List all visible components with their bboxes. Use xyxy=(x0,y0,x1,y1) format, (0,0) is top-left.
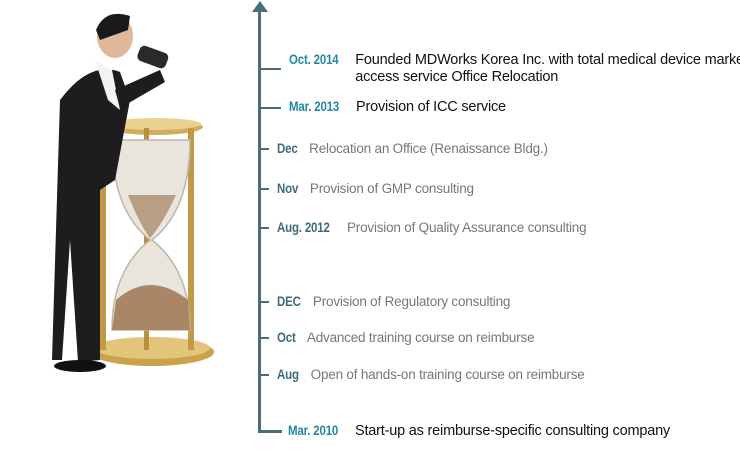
timeline-entry-dec: Dec Relocation an Office (Renaissance Bl… xyxy=(261,140,548,157)
entry-description: Start-up as reimburse-specific consultin… xyxy=(355,423,670,439)
entry-description: Provision of Quality Assurance consultin… xyxy=(346,220,587,235)
entry-description: Provision of ICC service xyxy=(356,99,506,115)
tick xyxy=(261,106,281,109)
entry-description: Provision of Regulatory consulting xyxy=(312,294,511,309)
timeline-axis-end xyxy=(258,430,282,433)
entry-date: Aug xyxy=(277,367,299,382)
entry-date: DEC xyxy=(277,294,301,309)
timeline-entry-aug-2012: Aug. 2012 Provision of Quality Assurance… xyxy=(261,219,587,236)
entry-date: Aug. 2012 xyxy=(277,220,330,235)
timeline-entry-mar-2010: Mar. 2010 Start-up as reimburse-specific… xyxy=(282,423,670,440)
entry-date: Mar. 2013 xyxy=(289,99,340,114)
tick xyxy=(261,373,269,376)
timeline-entry-dec-2011: DEC Provision of Regulatory consulting xyxy=(261,293,510,310)
timeline-entry-oct: Oct Advanced training course on reimburs… xyxy=(261,329,535,346)
timeline-entry-aug: Aug Open of hands-on training course on … xyxy=(261,366,585,383)
entry-date: Mar. 2010 xyxy=(288,423,339,438)
businessman-hourglass-illustration xyxy=(52,13,214,372)
entry-date: Oct. 2014 xyxy=(289,52,339,67)
timeline-entry-mar-2013: Mar. 2013 Provision of ICC service xyxy=(261,99,506,116)
entry-date: Oct xyxy=(277,330,296,345)
entry-description: Advanced training course on reimburse xyxy=(306,330,535,345)
tick xyxy=(261,300,269,303)
entry-date: Dec xyxy=(277,141,298,156)
entry-description: Founded MDWorks Korea Inc. with total me… xyxy=(355,52,740,85)
tick xyxy=(261,187,269,190)
tick xyxy=(261,68,281,70)
entry-description: Provision of GMP consulting xyxy=(309,181,474,196)
entry-date: Nov xyxy=(277,181,299,196)
timeline-entry-oct-2014: Oct. 2014 Founded MDWorks Korea Inc. wit… xyxy=(261,52,740,86)
entry-description: Open of hands-on training course on reim… xyxy=(310,367,585,382)
tick xyxy=(261,226,269,229)
timeline-axis xyxy=(258,10,261,433)
tick xyxy=(261,147,269,150)
timeline-arrow-icon xyxy=(252,1,268,12)
tick xyxy=(261,336,269,339)
entry-description: Relocation an Office (Renaissance Bldg.) xyxy=(309,141,548,156)
timeline-entry-nov: Nov Provision of GMP consulting xyxy=(261,180,474,197)
